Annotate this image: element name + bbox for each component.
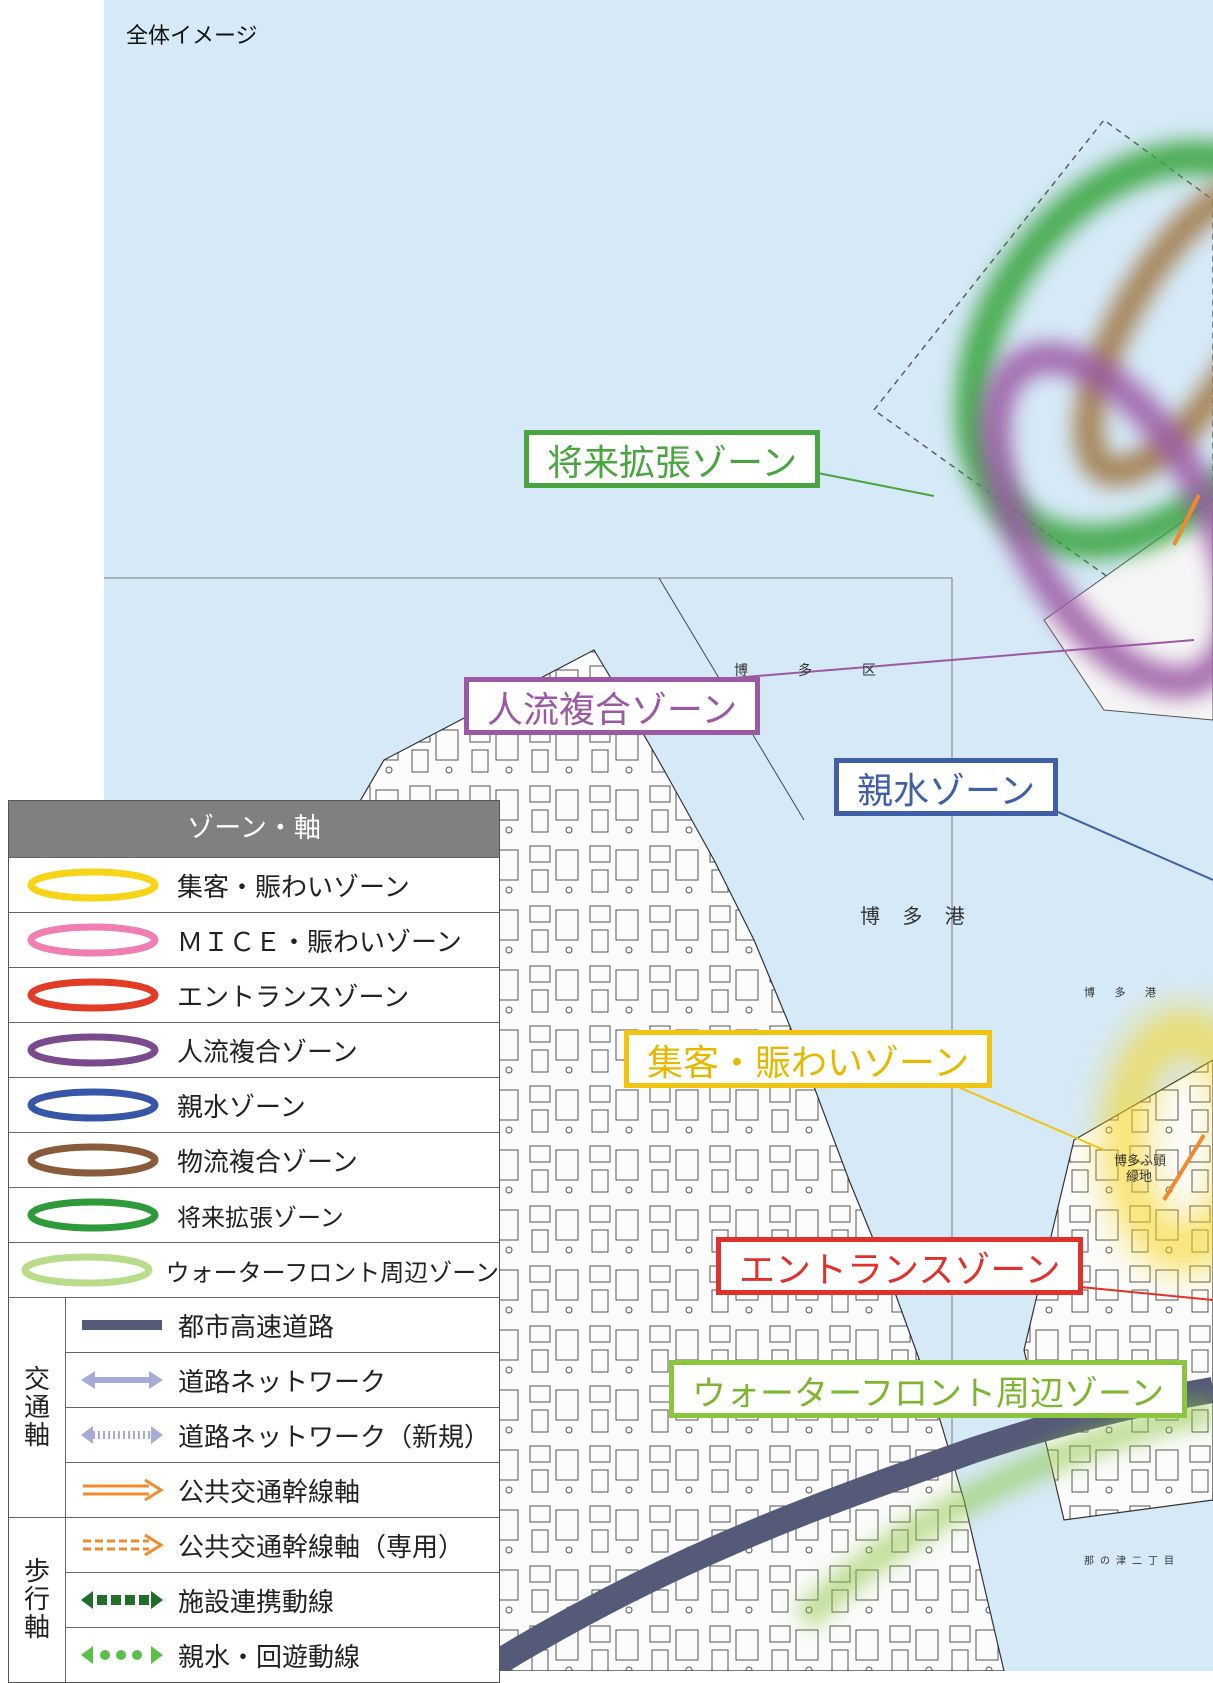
green-dot-arrow-icon: [81, 1646, 163, 1664]
legend-row-people: 人流複合ゾーン: [9, 1022, 499, 1077]
blue-ellipse-icon: [27, 1088, 159, 1122]
gather-zone-glow: [1104, 1010, 1213, 1270]
legend-label: 将来拡張ゾーン: [177, 1203, 344, 1232]
logistics-zone-ring: [1073, 173, 1213, 487]
legend-label: 施設連携動線: [178, 1587, 335, 1618]
legend-row-future: 将来拡張ゾーン: [9, 1187, 499, 1242]
legend-row-water: 親水ゾーン: [9, 1077, 499, 1132]
pink-ellipse-icon: [27, 923, 159, 957]
legend-row-logistics: 物流複合ゾーン: [9, 1132, 499, 1187]
legend-label: 公共交通幹線軸（専用）: [178, 1532, 465, 1563]
legend-label: 道路ネットワーク（新規）: [178, 1422, 491, 1453]
transit-arrow-upper: [1172, 494, 1201, 546]
legend-group-walk: 歩 行 軸 公共交通幹線軸（専用） 施設連携動線 親水・回遊動線: [9, 1517, 499, 1682]
legend-label: 道路ネットワーク: [178, 1367, 387, 1398]
lightgreen-ellipse-icon: [21, 1253, 153, 1287]
legend-label: 公共交通幹線軸: [178, 1477, 361, 1508]
double-arrow-icon: [81, 1371, 163, 1389]
place-futo: 博多ふ頭: [1114, 1154, 1167, 1169]
legend-label: ＭＩＣＥ・賑わいゾーン: [177, 927, 462, 958]
legend-title: ゾーン・軸: [9, 801, 499, 857]
legend-label: 親水ゾーン: [177, 1092, 306, 1123]
legend-label: 人流複合ゾーン: [177, 1037, 358, 1068]
place-ryokuchi: 緑地: [1126, 1170, 1153, 1185]
expressway-bar-icon: [82, 1320, 162, 1330]
legend-row-road: 道路ネットワーク: [66, 1352, 499, 1407]
legend-row-transit-dedicated: 公共交通幹線軸（専用）: [66, 1518, 499, 1572]
legend-label: 集客・賑わいゾーン: [177, 872, 410, 903]
legend-label: エントランスゾーン: [177, 982, 410, 1013]
people-zone-ring: [978, 341, 1213, 699]
legend-row-facility-link: 施設連携動線: [66, 1572, 499, 1627]
place-tsunomizu: 那の津二丁目: [1084, 1556, 1180, 1567]
legend-row-mice: ＭＩＣＥ・賑わいゾーン: [9, 912, 499, 967]
place-hakata-port-small: 博 多 港: [1084, 986, 1164, 999]
transit-arrow-middle: [1162, 1133, 1206, 1202]
legend-panel: ゾーン・軸 集客・賑わいゾーン ＭＩＣＥ・賑わいゾーン エントランスゾーン 人流…: [8, 800, 500, 1683]
map-frame-line: [104, 577, 953, 1671]
legend-row-expressway: 都市高速道路: [66, 1298, 499, 1352]
brown-ellipse-icon: [27, 1143, 159, 1177]
legend-label: 親水・回遊動線: [178, 1642, 361, 1673]
place-hakata-ku: 博 多 区: [734, 663, 894, 679]
zone-label-future: 将来拡張ゾーン: [524, 430, 821, 488]
zone-label-waterfront: ウォーターフロント周辺ゾーン: [669, 1360, 1188, 1418]
red-ellipse-icon: [27, 978, 159, 1012]
legend-row-transit: 公共交通幹線軸: [66, 1462, 499, 1517]
future-expansion-boundary: [872, 119, 1213, 611]
zone-label-water: 親水ゾーン: [834, 758, 1059, 816]
orange-dashed-arrow-icon: [83, 1533, 164, 1557]
legend-row-gather: 集客・賑わいゾーン: [9, 857, 499, 912]
legend-group-name: 歩 行 軸: [9, 1518, 66, 1682]
green-ellipse-icon: [27, 1198, 159, 1232]
leader-people: [708, 639, 1195, 681]
legend-label: 物流複合ゾーン: [177, 1147, 358, 1178]
yellow-ellipse-icon: [27, 868, 159, 902]
zone-label-people: 人流複合ゾーン: [464, 677, 761, 735]
legend-group-name: 交 通 軸: [9, 1298, 66, 1517]
page-title: 全体イメージ: [126, 24, 258, 49]
waterfront-zone-band: [794, 1396, 1213, 1630]
legend-row-road-new: 道路ネットワーク（新規）: [66, 1407, 499, 1462]
dashed-double-arrow-icon: [81, 1426, 163, 1444]
legend-row-waterside-loop: 親水・回遊動線: [66, 1627, 499, 1682]
legend-group-traffic: 交 通 軸 都市高速道路 道路ネットワーク 道路ネットワーク（新規） 公共交通幹…: [9, 1297, 499, 1517]
place-hakata-port: 博 多 港: [860, 904, 973, 928]
zone-label-gather: 集客・賑わいゾーン: [624, 1030, 993, 1088]
orange-arrow-icon: [83, 1478, 164, 1502]
legend-row-entrance: エントランスゾーン: [9, 967, 499, 1022]
purple-ellipse-icon: [27, 1033, 159, 1067]
legend-row-waterfront: ウォーターフロント周辺ゾーン: [9, 1242, 499, 1297]
legend-label: ウォーターフロント周辺ゾーン: [165, 1258, 499, 1287]
green-dash-arrow-icon: [81, 1591, 163, 1609]
legend-label: 都市高速道路: [178, 1312, 335, 1343]
zone-label-entrance: エントランスゾーン: [716, 1237, 1084, 1295]
